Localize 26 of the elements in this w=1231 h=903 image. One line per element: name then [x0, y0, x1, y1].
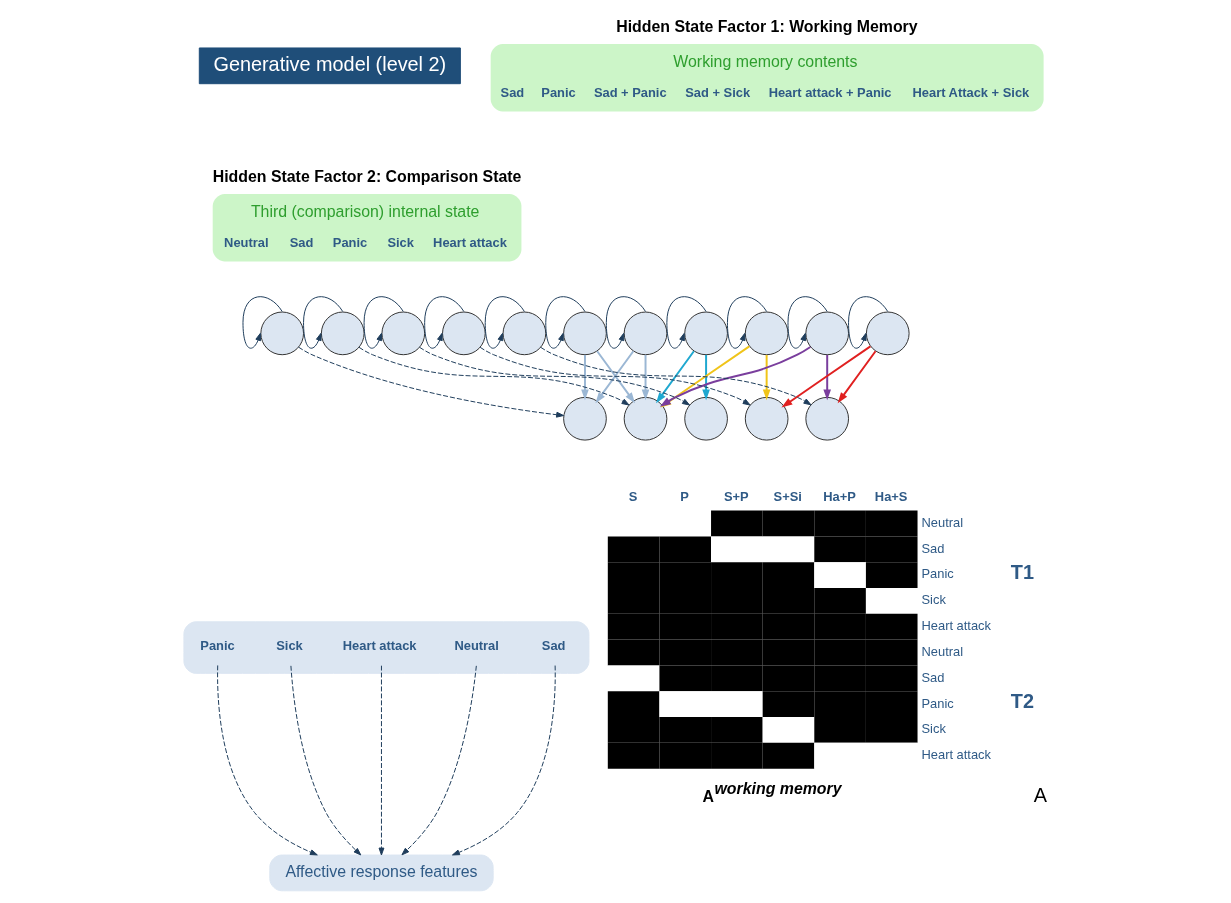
node-text: Sick — [276, 637, 303, 653]
label: T2 — [1010, 690, 1035, 713]
label: A — [1033, 784, 1047, 807]
label: Neutral — [921, 514, 964, 530]
label: Ha+S — [874, 489, 908, 505]
node-label: Hidden State Factor 1: Working Memory — [616, 17, 918, 35]
label: Sad — [921, 540, 945, 556]
label: S — [628, 489, 638, 505]
label: S+P — [723, 489, 749, 505]
label: T1 — [1010, 561, 1035, 584]
label: Ha+P — [823, 489, 856, 505]
label: Heart attack — [921, 618, 992, 634]
node-text: Neutral — [454, 637, 499, 653]
label: S+Si — [773, 489, 802, 505]
label: Sad — [921, 669, 945, 685]
label: Sick — [921, 592, 946, 608]
node-label: Hidden State Factor 2: Comparison State — [212, 167, 522, 185]
label: P — [680, 489, 689, 505]
label: Panic — [921, 566, 954, 582]
label: Sick — [921, 721, 946, 737]
node-text: Sad — [541, 637, 566, 653]
node-text: Heart attack — [342, 637, 417, 653]
label: Neutral — [921, 643, 964, 659]
label: Panic — [921, 695, 954, 711]
node-text: Panic — [200, 637, 235, 653]
label: Heart attack — [921, 747, 992, 763]
